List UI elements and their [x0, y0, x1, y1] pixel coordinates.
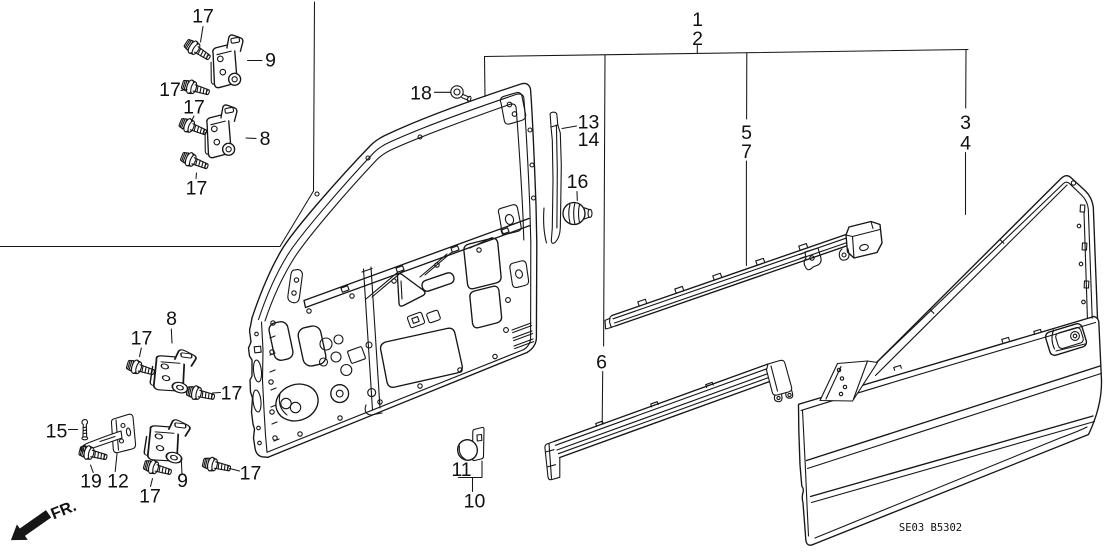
- hinge-bolt-17-c: [177, 115, 210, 140]
- callout-15[interactable]: 15: [46, 421, 68, 443]
- hole-cap-and-plate: [456, 426, 485, 493]
- callout-7[interactable]: 7: [741, 141, 752, 163]
- upper-hinge-9: [208, 32, 245, 90]
- hinge-bolt-17-h: [201, 455, 233, 476]
- side-protector-molding: [544, 359, 794, 481]
- inner-door-panel: [247, 82, 538, 458]
- callout-17-g[interactable]: 17: [139, 486, 161, 508]
- frame-bolt-18: [450, 85, 472, 102]
- callout-17-c[interactable]: 17: [183, 97, 205, 119]
- callout-14[interactable]: 14: [578, 129, 600, 151]
- callout-1[interactable]: 1: [692, 9, 703, 31]
- callout-10[interactable]: 10: [464, 491, 486, 513]
- callout-8-lower[interactable]: 8: [166, 308, 177, 330]
- callout-17-h[interactable]: 17: [240, 463, 262, 485]
- callout-6[interactable]: 6: [596, 352, 607, 374]
- callout-17-e[interactable]: 17: [131, 328, 153, 350]
- lower-hinge-8: [202, 102, 239, 160]
- callout-bracket: [483, 44, 969, 425]
- callout-2[interactable]: 2: [692, 28, 703, 50]
- callout-3[interactable]: 3: [960, 112, 971, 134]
- corner-garnish: [543, 111, 562, 244]
- callout-8-upper[interactable]: 8: [260, 128, 271, 150]
- callout-11[interactable]: 11: [451, 459, 471, 481]
- outer-door-panel: [797, 175, 1103, 546]
- callout-9-lower[interactable]: 9: [177, 470, 188, 492]
- callout-12[interactable]: 12: [107, 471, 129, 493]
- callout-17-b[interactable]: 17: [159, 79, 181, 101]
- inset-boundary-line: [0, 1, 316, 248]
- belt-molding: [604, 220, 883, 330]
- callout-17-f[interactable]: 17: [221, 383, 243, 405]
- callout-5[interactable]: 5: [741, 122, 752, 144]
- inner-panel-extra-details: [269, 127, 537, 442]
- callout-17-a[interactable]: 17: [192, 6, 214, 28]
- grommet-16: [562, 201, 593, 226]
- diagram-code: SE03 B5302: [899, 522, 962, 534]
- hinge-group-lower: [124, 342, 233, 480]
- fr-label: FR.: [49, 498, 79, 523]
- callout-leaders: [67, 25, 578, 488]
- door-side-hinge-9: [140, 412, 193, 469]
- hinge-bolt-17-f: [185, 383, 217, 405]
- callout-13[interactable]: 13: [578, 112, 600, 134]
- fr-direction-arrow: FR.: [10, 498, 79, 541]
- callout-18[interactable]: 18: [410, 83, 432, 105]
- callout-9-upper[interactable]: 9: [265, 50, 276, 72]
- callout-19[interactable]: 19: [80, 471, 102, 493]
- callout-16[interactable]: 16: [567, 171, 589, 193]
- hinge-bolt-17-a: [181, 36, 214, 65]
- callout-17-d[interactable]: 17: [186, 178, 208, 200]
- door-checker: [77, 413, 137, 465]
- callout-4[interactable]: 4: [960, 133, 971, 155]
